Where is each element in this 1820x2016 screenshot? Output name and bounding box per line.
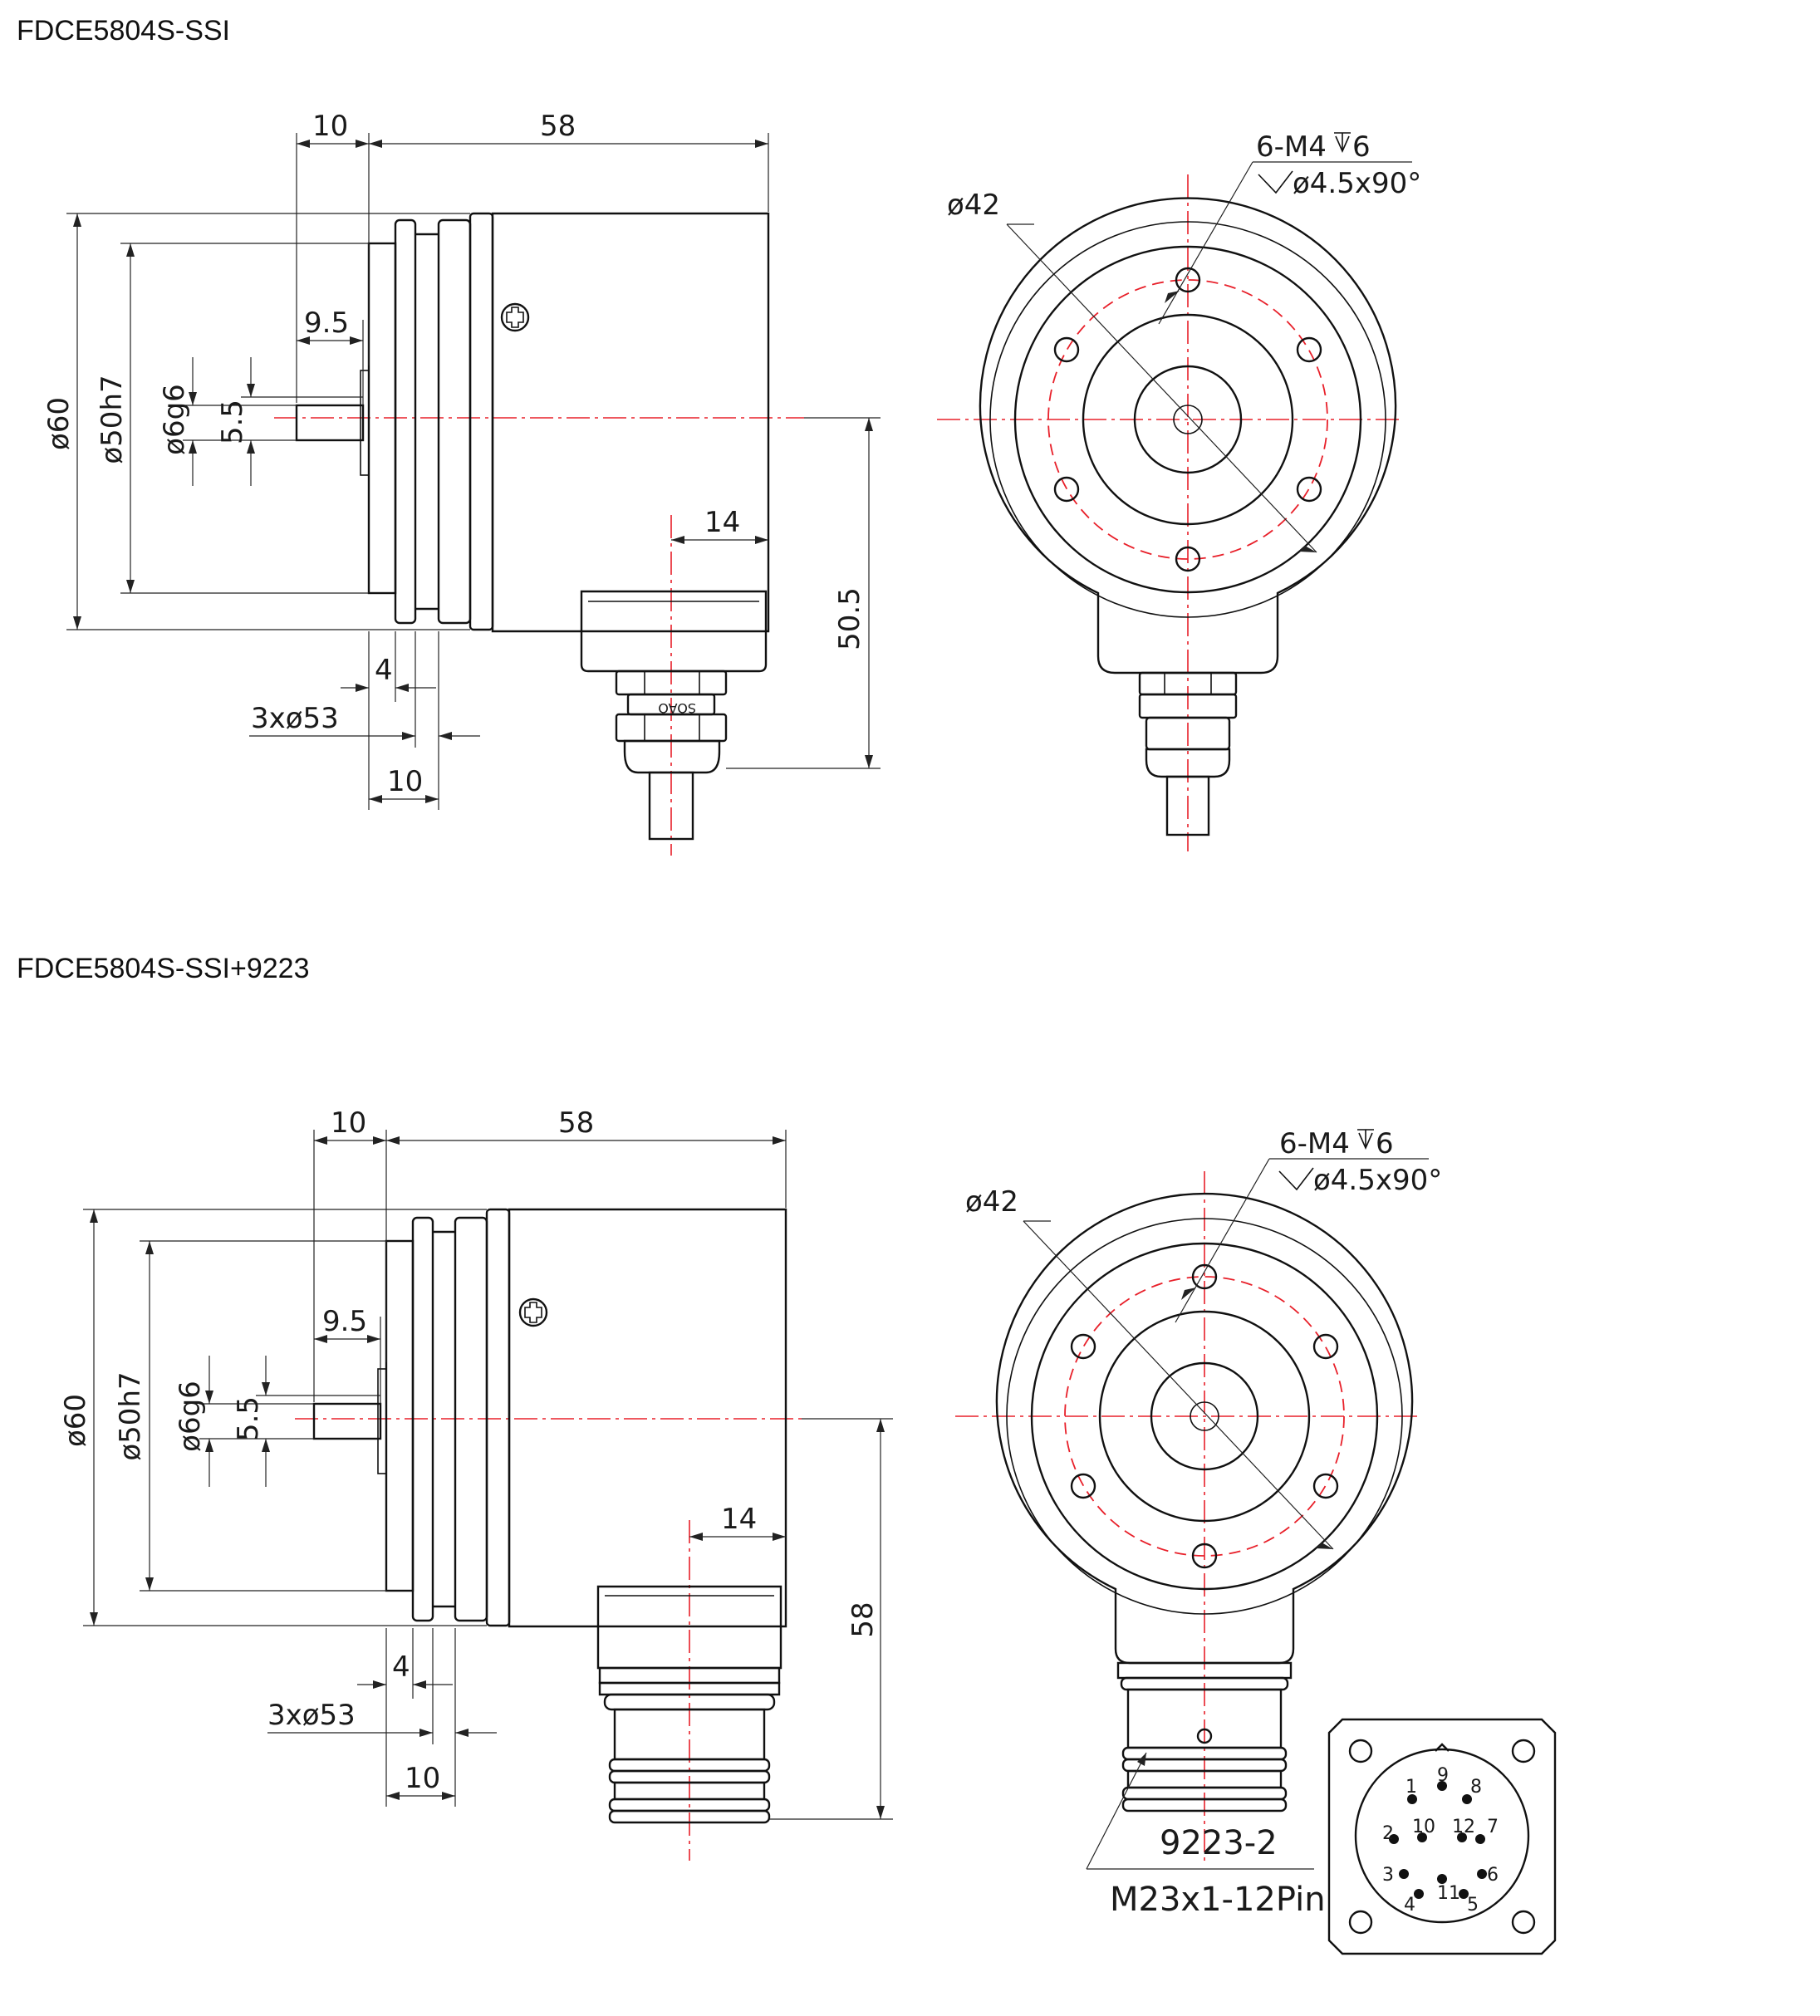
connector-face <box>1354 1748 1530 1924</box>
dim-hole-depth-2: 6 <box>1376 1127 1394 1160</box>
depth-icon <box>1357 1129 1374 1150</box>
depth-icon <box>1334 132 1351 153</box>
pin-label-3: 3 <box>1382 1865 1394 1886</box>
dim-diameter-spigot-2: ø50h7 <box>114 1371 147 1460</box>
dim-countersink-1: ø4.5x90° <box>1293 167 1421 200</box>
pin-6 <box>1477 1869 1487 1879</box>
dim-holes-thread-2: 6-M4 <box>1279 1127 1350 1160</box>
dim-diameter-body-1: ø60 <box>42 397 76 450</box>
flange-face-1 <box>1013 245 1362 594</box>
pin-label-5: 5 <box>1467 1895 1479 1915</box>
pin-7 <box>1475 1834 1485 1844</box>
dim-pcd-2: ø42 <box>965 1185 1018 1219</box>
pin-10 <box>1417 1832 1427 1842</box>
connector-flange-square <box>1327 1718 1557 1955</box>
dimensions-1 <box>66 133 881 810</box>
dim-diameter-spigot-1: ø50h7 <box>96 375 129 464</box>
dim-body-length-2: 58 <box>558 1106 594 1140</box>
pin-label-11: 11 <box>1437 1883 1460 1904</box>
countersink-icon <box>1278 1167 1314 1191</box>
countersink-icon <box>1258 170 1293 194</box>
body-2 <box>508 1208 787 1628</box>
cable-outlet-block-1 <box>580 590 768 673</box>
dim-diameter-body-2: ø60 <box>59 1394 92 1447</box>
dim-shaft-length-1: 10 <box>312 110 348 143</box>
drawing-title-1: FDCE5804S-SSI <box>17 15 230 47</box>
dim-countersink-2: ø4.5x90° <box>1313 1164 1442 1197</box>
pin-4 <box>1414 1889 1424 1899</box>
body-1 <box>491 212 770 633</box>
dim-connector-offset-2: 14 <box>721 1503 757 1536</box>
pin-label-4: 4 <box>1404 1895 1415 1915</box>
dim-diameter-shaft-1: ø6g6 <box>158 384 191 455</box>
dim-holes-thread-1: 6-M4 <box>1256 130 1327 164</box>
shaft-2 <box>312 1402 382 1440</box>
body-cap-1 <box>468 212 494 631</box>
side-view-1: SOAO <box>42 110 881 856</box>
flange-ring-a-1 <box>394 218 417 625</box>
dim-connector-height-2: 58 <box>846 1602 880 1637</box>
housing-outline-1 <box>979 197 1397 674</box>
screw-icon <box>500 302 530 332</box>
dimensions-2 <box>83 1130 893 1820</box>
flange-ring-b-1 <box>437 218 472 625</box>
pin-1 <box>1407 1794 1417 1804</box>
pin-9 <box>1437 1781 1447 1791</box>
dim-holes-1: 3xø53 <box>251 702 339 735</box>
dim-diameter-shaft-2: ø6g6 <box>174 1381 207 1452</box>
dim-connector-height-1: 50.5 <box>833 587 866 650</box>
dim-flange-thickness-1: 4 <box>375 654 393 687</box>
pin-label-8: 8 <box>1470 1777 1482 1798</box>
cable-front-1 <box>1165 775 1210 836</box>
pin-5 <box>1459 1889 1469 1899</box>
cable-1 <box>648 771 694 841</box>
pin-8 <box>1462 1794 1472 1804</box>
mounting-holes-2 <box>1070 1263 1339 1569</box>
dim-flat-length-2: 9.5 <box>322 1305 367 1338</box>
dim-flange-length-2: 10 <box>405 1762 440 1795</box>
front-view-2: ø42 6-M4 6 ø4.5x90° 9223-2 M23x1-12Pin <box>955 1127 1442 1919</box>
connector-model: 9223-2 <box>1160 1824 1278 1862</box>
pin-label-7: 7 <box>1487 1817 1499 1837</box>
bolt-circle-1 <box>1047 279 1328 560</box>
pin-label-12: 12 <box>1452 1817 1475 1837</box>
gland-tail-1 <box>623 739 721 774</box>
dim-connector-offset-1: 14 <box>704 506 740 539</box>
dim-shaft-length-2: 10 <box>331 1106 366 1140</box>
gland-marking: SOAO <box>658 700 696 716</box>
mounting-holes-1 <box>1053 267 1322 572</box>
side-view-2: 10 58 ø60 ø50h7 ø6g6 5.5 9.5 14 58 4 3xø… <box>59 1106 893 1861</box>
drawing-title-2: FDCE5804S-SSI+9223 <box>17 953 310 984</box>
dim-hole-depth-1: 6 <box>1352 130 1371 164</box>
shaft-1 <box>295 404 365 442</box>
pin-label-9: 9 <box>1437 1765 1449 1786</box>
pin-12 <box>1457 1832 1467 1842</box>
dim-pcd-1: ø42 <box>947 189 1000 222</box>
pin-3 <box>1399 1869 1409 1879</box>
screw-icon <box>518 1297 548 1327</box>
dim-body-length-1: 58 <box>540 110 576 143</box>
connector-spec: M23x1-12Pin <box>1110 1881 1326 1919</box>
pin-2 <box>1389 1834 1399 1844</box>
pin-label-1: 1 <box>1405 1777 1417 1798</box>
dim-flange-length-1: 10 <box>387 765 423 798</box>
pin-label-6: 6 <box>1487 1865 1499 1886</box>
dim-flange-thickness-2: 4 <box>392 1651 410 1684</box>
pin-11 <box>1437 1874 1447 1884</box>
front-view-1: ø42 6-M4 6 ø4.5x90° <box>937 130 1421 851</box>
connector-housing-2 <box>596 1585 782 1670</box>
dim-flat-length-1: 9.5 <box>304 307 349 340</box>
housing-outline-2 <box>995 1192 1414 1665</box>
dim-flat-2: 5.5 <box>232 1396 265 1441</box>
dim-flat-1: 5.5 <box>216 400 249 444</box>
pin-label-2: 2 <box>1382 1823 1394 1844</box>
pin-label-10: 10 <box>1412 1817 1435 1837</box>
shaft-collar-1 <box>360 370 370 476</box>
dim-holes-2: 3xø53 <box>267 1699 356 1732</box>
